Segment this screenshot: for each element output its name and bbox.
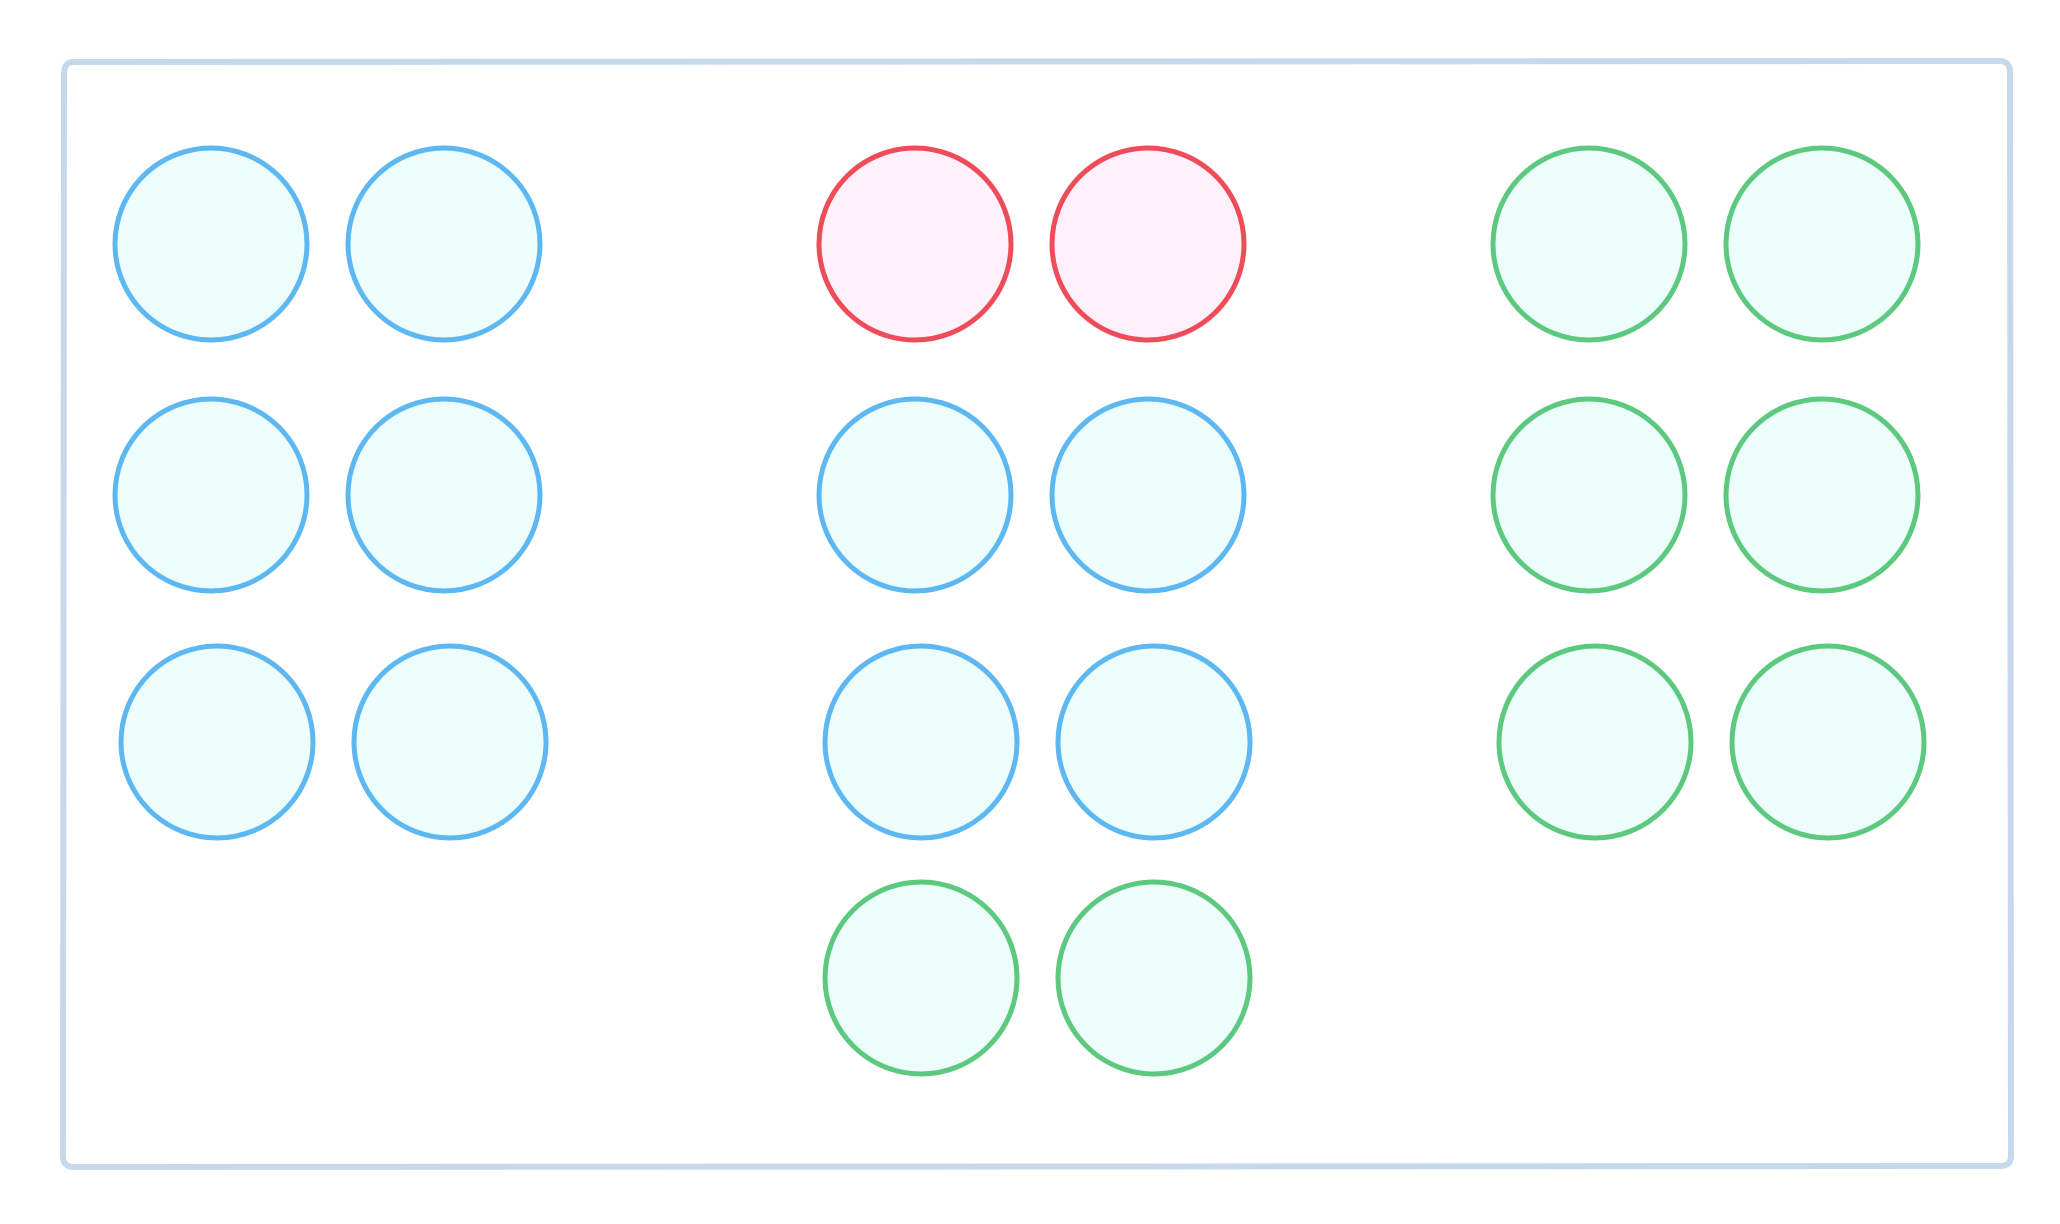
red-circle — [1049, 145, 1247, 343]
blue-circle — [112, 145, 310, 343]
blue-circle — [118, 643, 316, 841]
middle-group — [816, 145, 1253, 1077]
green-circle — [1496, 643, 1694, 841]
green-circle — [1490, 145, 1688, 343]
blue-circle — [345, 396, 543, 594]
green-circle — [1729, 643, 1927, 841]
blue-circle — [351, 643, 549, 841]
green-circle — [822, 879, 1020, 1077]
blue-circle — [345, 145, 543, 343]
blue-circle — [1049, 396, 1247, 594]
container-frame — [60, 58, 2014, 1170]
red-circle — [816, 145, 1014, 343]
blue-circle — [822, 643, 1020, 841]
blue-circle — [1055, 643, 1253, 841]
blue-circle — [816, 396, 1014, 594]
circle-groups — [112, 145, 1927, 1077]
left-group — [112, 145, 549, 841]
blue-circle — [112, 396, 310, 594]
green-circle — [1723, 145, 1921, 343]
green-circle — [1723, 396, 1921, 594]
green-circle — [1490, 396, 1688, 594]
green-circle — [1055, 879, 1253, 1077]
right-group — [1490, 145, 1927, 841]
